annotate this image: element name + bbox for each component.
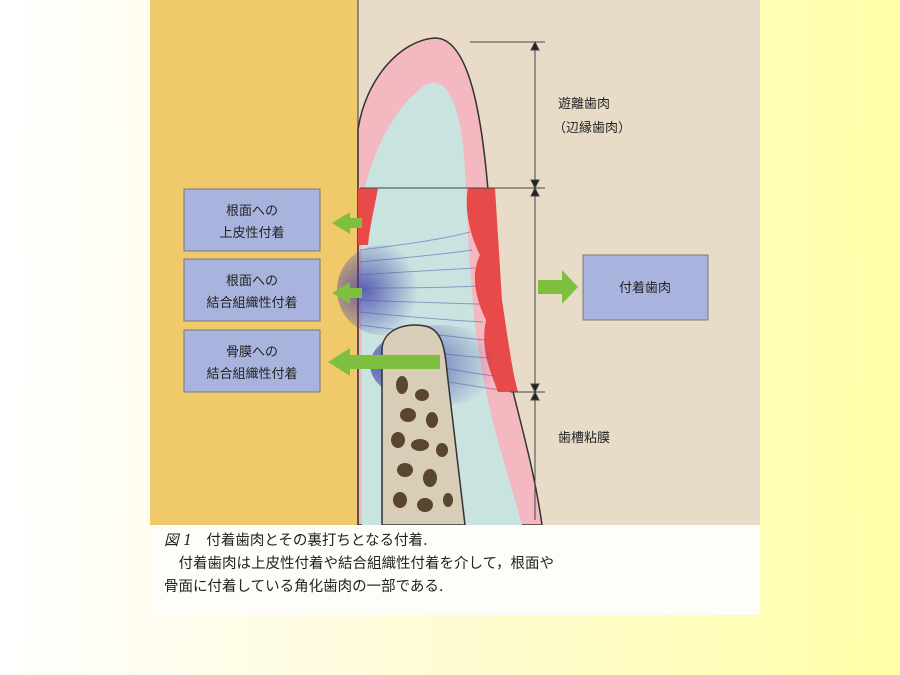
junctional-epithelium <box>358 188 378 245</box>
label-ct-periosteum-line1: 骨膜への <box>226 345 278 360</box>
label-box-epithelial: 根面への 上皮性付着 <box>183 188 321 252</box>
label-box-ct-periosteum: 骨膜への 結合組織性付着 <box>183 329 321 393</box>
label-alveolar-mucosa: 歯槽粘膜 <box>558 431 610 446</box>
caption-body-line1: 付着歯肉は上皮性付着や結合組織性付着を介して，根面や <box>178 556 555 572</box>
arrow-epithelial <box>332 212 362 234</box>
label-epithelial-line2: 上皮性付着 <box>219 225 284 241</box>
figure-caption: 図 1 付着歯肉とその裏打ちとなる付着. 付着歯肉は上皮性付着や結合組織性付着を介… <box>164 530 750 599</box>
arrow-ct-periosteum <box>328 348 440 376</box>
caption-body-line2: 骨面に付着している角化歯肉の一部である. <box>164 579 444 595</box>
label-ct-periosteum-line2: 結合組織性付着 <box>206 366 297 382</box>
keratinized-band <box>466 188 518 392</box>
caption-figure-number: 図 1 <box>164 533 193 549</box>
arrow-attached-gingiva <box>538 270 578 304</box>
alveolar-bone <box>381 324 466 525</box>
arrows <box>328 212 578 376</box>
dimension-lines <box>360 40 545 520</box>
caption-title: 付着歯肉とその裏打ちとなる付着. <box>206 533 428 549</box>
label-epithelial-line1: 根面への <box>226 204 278 219</box>
label-box-ct-root: 根面への 結合組織性付着 <box>183 258 321 322</box>
label-free-gingiva: 遊離歯肉 <box>558 97 610 112</box>
label-marginal-gingiva: （辺縁歯肉） <box>553 120 631 136</box>
figure: 根面への 上皮性付着 根面への 結合組織性付着 骨膜への 結合組織性付着 付着歯… <box>150 0 760 615</box>
label-attached-gingiva: 付着歯肉 <box>619 280 671 296</box>
gingiva-diagram: 根面への 上皮性付着 根面への 結合組織性付着 骨膜への 結合組織性付着 付着歯… <box>150 0 760 525</box>
label-ct-root-line1: 根面への <box>226 274 278 289</box>
arrow-ct-root <box>332 282 362 304</box>
label-box-attached-gingiva: 付着歯肉 <box>582 254 709 321</box>
label-ct-root-line2: 結合組織性付着 <box>206 295 297 311</box>
